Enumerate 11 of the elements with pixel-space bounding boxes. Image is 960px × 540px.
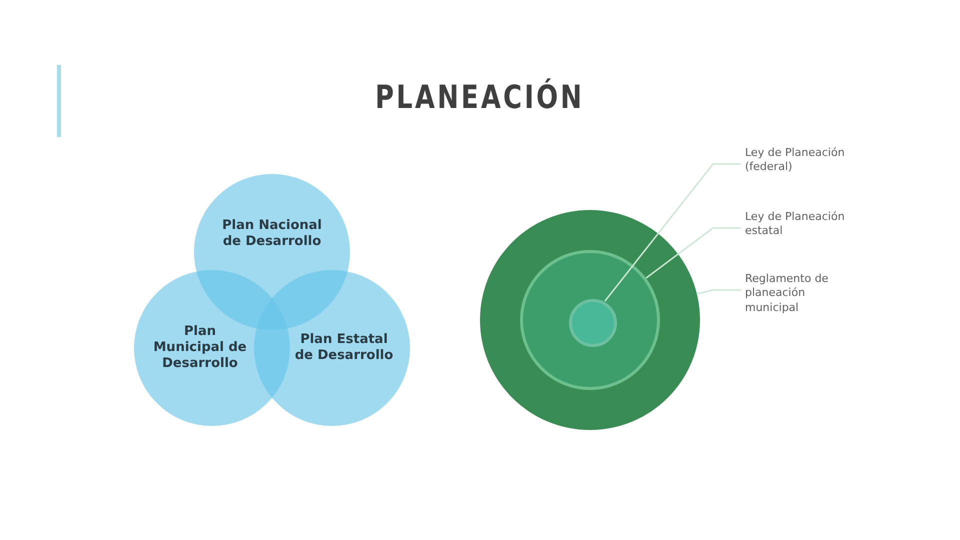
leader-label: Reglamento de planeación municipal — [745, 272, 845, 315]
leader-line — [696, 289, 741, 295]
circle-text: Plan Estatal de Desarrollo — [294, 332, 394, 364]
circle-text: Plan Municipal de Desarrollo — [152, 324, 248, 372]
leader-line — [604, 163, 741, 302]
circle-text: Plan Nacional de Desarrollo — [221, 218, 323, 250]
ring-circle — [569, 299, 617, 347]
leader-line — [646, 227, 741, 279]
title: PLANEACIÓN — [375, 78, 585, 116]
leader-label: Ley de Planeación (federal) — [745, 146, 845, 175]
leader-label: Ley de Planeación estatal — [745, 210, 845, 239]
